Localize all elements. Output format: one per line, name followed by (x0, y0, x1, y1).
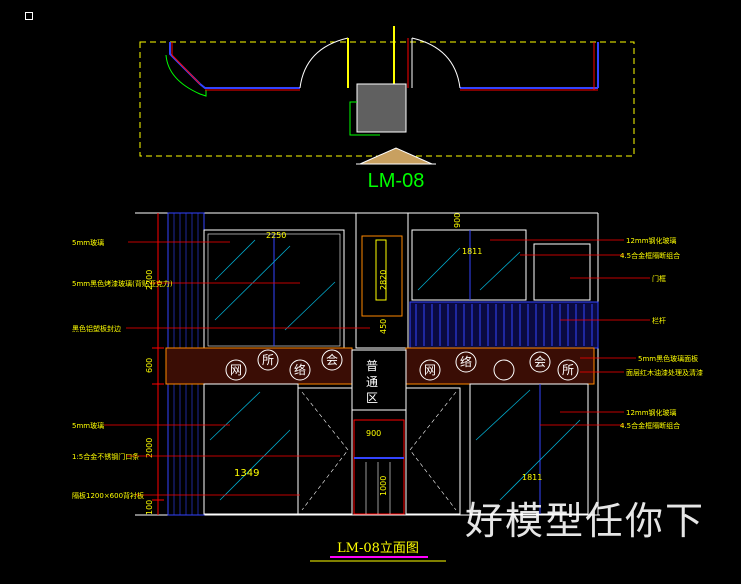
dim-label: 1000 (379, 476, 388, 496)
center-pillar (355, 212, 409, 349)
note-right: 门框 (652, 274, 666, 283)
sign-char: 会 (326, 353, 338, 367)
watermark: 好模型任你下 (465, 499, 706, 543)
plan-wall-left-red (171, 42, 201, 85)
leaders-right (490, 239, 650, 426)
sign-text: 网 络 会 所 普 通 区 网 络 会 所 (230, 353, 574, 405)
plan-view: LM-08 (139, 26, 635, 192)
door-swing (409, 391, 457, 511)
note-left: 5mm黑色烤漆玻璃(背贴亚克力) (72, 279, 173, 288)
plan-wall-left (169, 42, 300, 89)
elevation-view: 网 络 会 所 普 通 区 网 络 会 所 (72, 212, 703, 562)
lower-glass-left (203, 383, 299, 515)
sign-char: 络 (460, 354, 472, 369)
note-right: 12mm钢化玻璃 (626, 236, 677, 245)
notes-left: 5mm玻璃 5mm黑色烤漆玻璃(背贴亚克力) 黑色铝塑板封边 5mm玻璃 1:5… (72, 238, 173, 500)
center-counter (353, 419, 405, 515)
dim-label: 2250 (266, 231, 286, 240)
plan-column (356, 83, 407, 133)
sign-char: 通 (366, 375, 378, 389)
door-frame-upper (533, 243, 591, 301)
note-left: 5mm玻璃 (72, 238, 104, 247)
sign-char: 会 (534, 355, 546, 369)
glass-reflection (475, 389, 581, 501)
door-right (405, 387, 461, 515)
note-left: 黑色铝塑板封边 (72, 324, 121, 333)
sign-circles-right (419, 351, 579, 381)
sign-char: 络 (294, 362, 306, 377)
sign-char: 网 (230, 363, 242, 377)
dim-label: 2820 (379, 270, 388, 290)
notes-right: 12mm钢化玻璃 4.5合金框隔断组合 门框 栏杆 5mm黑色玻璃面板 面层红木… (620, 236, 703, 430)
elevation-title: LM-08立面图 (337, 541, 419, 556)
sign-char: 普 (366, 359, 378, 373)
railing-bars (415, 304, 593, 346)
center-panel-inner (375, 239, 387, 301)
dim-label: 900 (366, 429, 381, 438)
sign-center-frame (351, 349, 407, 411)
dim-label: 600 (145, 358, 154, 373)
dim-label: 900 (453, 213, 462, 228)
note-left: 5mm玻璃 (72, 421, 104, 430)
dim-label: 1811 (522, 473, 542, 482)
plan-door-arc-left (299, 37, 349, 89)
door-swing (301, 391, 349, 511)
dim-label: 2200 (145, 270, 154, 290)
corner-marker (25, 12, 33, 20)
sign-char: 所 (562, 363, 574, 377)
note-right: 栏杆 (652, 316, 666, 325)
sign-char: 所 (262, 353, 274, 367)
dim-label: 1811 (462, 247, 482, 256)
note-right: 面层红木油漆处理及清漆 (626, 368, 703, 377)
note-right: 4.5合金框隔断组合 (620, 251, 680, 260)
plan-curve-left (165, 54, 207, 97)
plan-tag: LM-08 (368, 170, 425, 192)
note-left: 隔板1200×600背衬板 (72, 491, 144, 500)
sign-band-left (165, 347, 353, 385)
dim-label: 100 (145, 500, 154, 515)
glass-reflection (417, 247, 521, 291)
note-right: 5mm黑色玻璃面板 (638, 354, 698, 363)
plan-door-arc-right (411, 37, 461, 89)
upper-glass-right (411, 229, 527, 301)
dim-label: 2000 (145, 438, 154, 458)
dim-label: 1349 (234, 468, 259, 479)
door-left (297, 387, 353, 515)
sign-char: 网 (424, 363, 436, 377)
leaders-left (104, 241, 370, 496)
sign-circles-left (225, 349, 343, 381)
note-right: 4.5合金框隔断组合 (620, 421, 680, 430)
sign-char: 区 (366, 391, 378, 405)
glass-reflection (209, 391, 291, 501)
dimension-text: 2200 600 2000 100 2250 1811 1349 1811 90… (145, 213, 542, 515)
note-right: 12mm钢化玻璃 (626, 408, 677, 417)
glass-reflection (214, 239, 336, 331)
note-left: 1:5合金不锈钢门口条 (72, 452, 139, 461)
center-panel (361, 235, 403, 317)
counter-grid (365, 462, 391, 514)
dim-label: 450 (379, 319, 388, 334)
plan-counter (349, 101, 380, 136)
lower-glass-right (469, 383, 589, 515)
dimension-lines (152, 213, 164, 515)
